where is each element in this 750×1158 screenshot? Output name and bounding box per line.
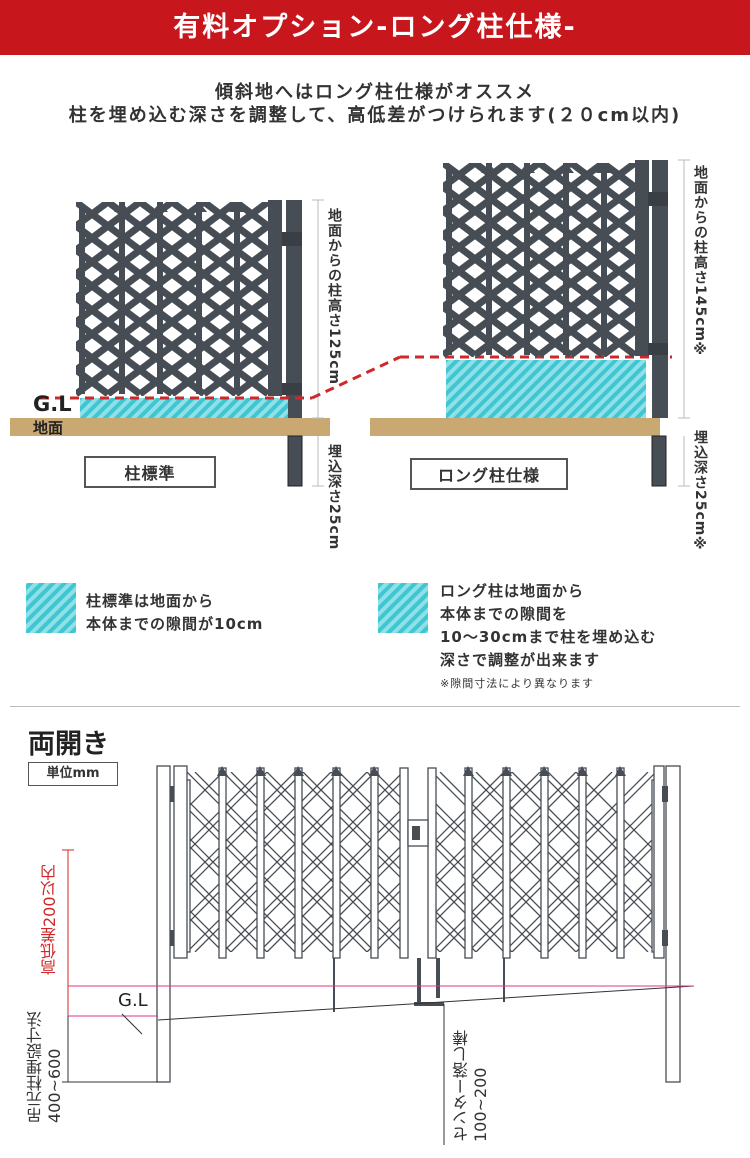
latch — [407, 819, 429, 847]
right-buried-post — [651, 435, 667, 487]
right-footnote: ※隙間寸法により異なります — [440, 677, 594, 690]
left-gate — [76, 200, 302, 418]
center-rod-label: センター落し棒 100~200 — [452, 1012, 490, 1142]
right-dim-lines — [678, 159, 690, 487]
right-ground — [370, 418, 660, 436]
left-note: 柱標準は地面から 本体までの隙間が10cm — [86, 590, 263, 636]
post-depth-label: 吊元柱埋設寸法 400~600 — [26, 995, 64, 1123]
intro-line-2: 柱を埋め込む深さを調整して、高低差がつけられます(２０cm以内) — [68, 105, 682, 126]
left-legend-swatch — [26, 583, 76, 633]
center-rod-title: センター落し棒 — [452, 1030, 471, 1142]
left-gap-hatch — [80, 398, 288, 418]
height-diff-label: 高低差200以内 — [40, 864, 59, 975]
right-note-line: ロング柱は地面から — [440, 582, 585, 600]
right-gate — [443, 160, 668, 418]
left-caption: 柱標準 — [84, 456, 216, 488]
title-banner — [0, 0, 750, 55]
right-note-line: 10～30cmまで柱を埋め込む — [440, 628, 657, 646]
gate-vertical-bars — [182, 767, 660, 959]
left-ground — [10, 418, 330, 436]
comparison-diagram — [10, 159, 690, 633]
left-note-line: 本体までの隙間が10cm — [86, 615, 264, 633]
right-gap-hatch — [446, 360, 646, 418]
unit-label: 単位mm — [28, 762, 118, 786]
post-depth-value: 400~600 — [45, 1048, 64, 1123]
left-depth-label: 埋込深さ25cm — [326, 444, 342, 551]
left-buried-post — [287, 435, 303, 487]
center-rod-value: 100~200 — [471, 1067, 490, 1142]
sloped-ground-line — [157, 985, 695, 1021]
right-note-line: 本体までの隙間を — [440, 605, 569, 623]
left-height-label: 地面からの柱高さ125cm — [326, 208, 342, 386]
left-note-line: 柱標準は地面から — [86, 592, 215, 610]
banner-title: 有料オプション-ロング柱仕様- — [173, 12, 577, 43]
section-divider — [10, 706, 740, 707]
section2-title: 両開き — [28, 729, 109, 760]
post-depth-title: 吊元柱埋設寸法 — [26, 1011, 45, 1123]
gate-lattice — [187, 772, 654, 952]
center-drop-rod — [417, 958, 421, 1006]
bottom-gl-label: G.L — [118, 990, 148, 1011]
right-note: ロング柱は地面から 本体までの隙間を 10～30cmまで柱を埋め込む 深さで調整… — [440, 580, 656, 695]
gate-posts — [156, 765, 681, 1083]
right-note-line: 深さで調整が出来ます — [440, 651, 601, 669]
left-dim-lines — [312, 199, 324, 487]
right-depth-label: 埋込深さ25cm※ — [692, 430, 708, 554]
pink-reference-lines — [68, 985, 694, 1017]
left-gl-label: G.L — [33, 392, 72, 416]
right-height-label: 地面からの柱高さ145cm※ — [692, 165, 708, 360]
slope-dash — [311, 355, 401, 400]
right-legend-swatch — [378, 583, 428, 633]
right-caption: ロング柱仕様 — [410, 458, 568, 490]
intro-line-1: 傾斜地へはロング柱仕様がオススメ — [215, 82, 535, 103]
left-ground-label: 地面 — [33, 419, 64, 437]
